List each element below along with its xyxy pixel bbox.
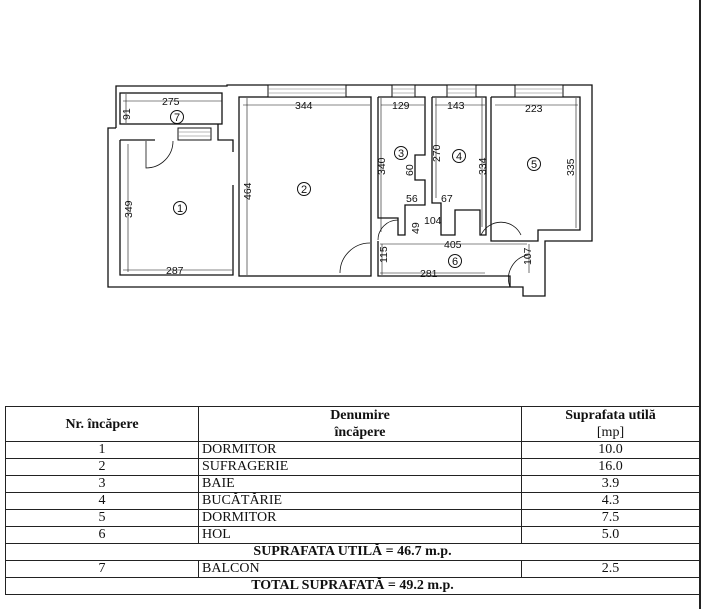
row-name: BUCĂTĂRIE [198,492,522,510]
door-entrance [508,254,529,288]
header-name-line1: Denumire [330,408,390,423]
row-area: 3.9 [521,475,700,493]
page-border [699,0,701,609]
dim-room3-width: 129 [392,100,410,112]
floor-plan: 275 91 349 287 344 464 129 340 60 56 143… [107,84,593,297]
room-number-4: 4 [456,151,462,163]
dim-room1-width: 287 [166,265,184,277]
row-nr: 3 [5,475,199,493]
grand-total: TOTAL SUPRAFATĂ = 49.2 m.p. [5,577,700,595]
dim-room5-width: 223 [525,103,543,115]
window-balcony [177,127,212,141]
room-number-3: 3 [398,148,404,160]
dim-niche-depth: 49 [410,222,422,234]
door-room-5 [480,221,522,236]
header-name-line2: încăpere [334,425,386,440]
dim-room1-height: 349 [123,200,135,218]
dim-hall-bottom: 281 [420,268,438,280]
dim-entry-width: 107 [522,247,534,265]
useful-total-row: SUPRAFATA UTILĂ = 46.7 m.p. [5,543,700,561]
room-3-outline [377,96,426,236]
row-area: 16.0 [521,458,700,476]
grand-total-row: TOTAL SUPRAFATĂ = 49.2 m.p. [5,577,700,595]
dim-room3-niche: 60 [404,164,416,176]
room-number-2: 2 [301,184,307,196]
window-room-2 [267,84,347,98]
room-number-7: 7 [174,112,180,124]
row-nr: 7 [5,560,199,578]
room-markers [170,110,541,268]
door-room-2 [339,242,371,274]
row-area: 4.3 [521,492,700,510]
dim-hall-width: 115 [378,246,390,263]
windows [177,84,564,141]
room-7-outline [119,92,223,125]
dim-balcony-width: 275 [162,96,180,108]
header-area-unit: [mp] [596,425,625,440]
room-numbers: 7 1 2 3 4 5 6 [174,112,537,268]
header-name: Denumire încăpere [198,406,522,442]
row-nr: 1 [5,441,199,459]
dim-room2-width: 344 [295,100,313,112]
room-number-6: 6 [452,256,458,268]
row-name: BAIE [198,475,522,493]
room-number-1: 1 [177,203,183,215]
header-nr: Nr. încăpere [5,406,199,442]
room-4-outline [431,96,487,236]
dimension-lines [123,94,578,275]
useful-total: SUPRAFATA UTILĂ = 46.7 m.p. [5,543,700,561]
dim-room2-height: 464 [242,182,254,200]
header-area-line1: Suprafata utilă [565,408,656,423]
dim-niche-width: 104 [424,215,442,227]
room-1-outline [119,140,234,276]
dimension-labels: 275 91 349 287 344 464 129 340 60 56 143… [121,96,577,280]
dim-hall-length: 405 [444,239,462,251]
dim-room3-height: 340 [376,157,388,175]
window-room-5 [514,84,564,98]
room-5-outline [490,96,581,242]
row-nr: 2 [5,458,199,476]
row-nr: 4 [5,492,199,510]
table-header: Nr. încăpere Denumire încăpere Suprafata… [5,406,700,442]
doors [145,140,529,288]
row-name: DORMITOR [198,509,522,527]
dim-room4-width: 143 [447,100,465,112]
dim-room4-height-a: 270 [431,144,443,162]
row-area: 7.5 [521,509,700,527]
row-area: 2.5 [521,560,700,578]
dim-room3-step: 56 [406,193,418,205]
row-nr: 5 [5,509,199,527]
dim-room4-step: 67 [441,193,453,205]
walls [107,84,593,297]
row-name: HOL [198,526,522,544]
row-name: SUFRAGERIE [198,458,522,476]
dim-balcony-depth: 91 [121,108,133,120]
window-room-4 [446,84,477,98]
dim-room4-height-b: 334 [477,157,489,175]
room-number-5: 5 [531,159,537,171]
row-name: DORMITOR [198,441,522,459]
door-balcony [145,140,174,169]
dim-room5-height: 335 [565,158,577,176]
window-room-3 [391,84,416,98]
row-name: BALCON [198,560,522,578]
row-nr: 6 [5,526,199,544]
area-table: Nr. încăpere Denumire încăpere Suprafata… [5,406,700,595]
header-area: Suprafata utilă [mp] [521,406,700,442]
row-area: 10.0 [521,441,700,459]
row-area: 5.0 [521,526,700,544]
room-6-outline [377,241,511,287]
door-room-3 [377,219,399,241]
